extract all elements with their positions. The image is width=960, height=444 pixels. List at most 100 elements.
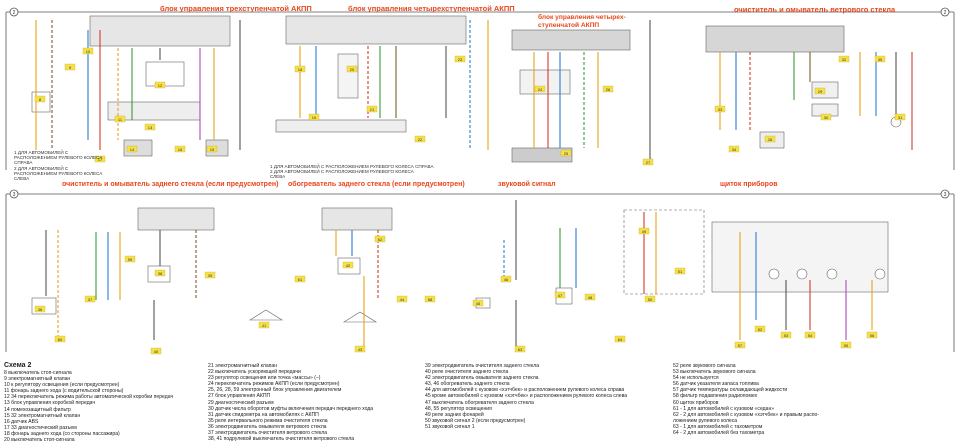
legend-item: 10 к регулятору освещения (если предусмо… bbox=[4, 382, 120, 389]
component-number-tag: 63 bbox=[514, 345, 526, 353]
section-title-horn: звуковой сигнал bbox=[498, 181, 556, 188]
bottom-wires bbox=[45, 200, 873, 346]
legend-item: 15 32 электромагнитный клапан bbox=[4, 412, 81, 419]
legend-item: 36 электродвигатель омывателя ветрового … bbox=[208, 423, 327, 430]
legend-item: 61 - 1 для автомобилей с кузовом «седан» bbox=[673, 405, 775, 412]
component-number: 61 bbox=[298, 277, 303, 282]
component-number: 30 bbox=[824, 115, 829, 120]
component-number: 33 bbox=[718, 107, 723, 112]
component-number-tag: 40 bbox=[150, 347, 162, 355]
component-number: 62 bbox=[378, 237, 383, 242]
legend-item: 14 помехозащитный фильтр bbox=[4, 406, 71, 413]
block-marker-bottom-left: 3 bbox=[9, 189, 19, 199]
legend-item: 62 - 2 для автомобилей с кузовом «хэтчбе… bbox=[673, 411, 820, 418]
legend-item: 49 реле задних фонарей bbox=[425, 411, 484, 418]
legend-item: 18 фонарь заднего хода (со стороны пасса… bbox=[4, 430, 120, 437]
component-number-tag: 14 bbox=[126, 145, 138, 153]
component-number-tag: 28 bbox=[764, 135, 776, 143]
component-number: 56 bbox=[870, 333, 875, 338]
component-number: 34 bbox=[732, 147, 737, 152]
component-number: 23 bbox=[458, 57, 463, 62]
component-number: 54 bbox=[808, 333, 813, 338]
legend-item: 64 - 2 для автомобилей без тахометра bbox=[673, 430, 765, 437]
component-number-tag: 23 bbox=[454, 55, 466, 63]
component-number: 47 bbox=[558, 293, 563, 298]
section-title-windshield-wiper: очиститель и омыватель ветрового стекла bbox=[734, 5, 896, 14]
svg-text:2: 2 bbox=[13, 10, 16, 16]
block-marker-top-left: 2 bbox=[9, 7, 19, 17]
component-number-tag: 34 bbox=[728, 145, 740, 153]
section-title-4speed-akpp: блок управления четырехступенчатой АКПП bbox=[348, 4, 515, 13]
component-number-tag: 45 bbox=[472, 299, 484, 307]
component-number: 58 bbox=[428, 297, 433, 302]
component-number-tag: 57 bbox=[734, 341, 746, 349]
component-number: 51 bbox=[678, 269, 683, 274]
component-number-tag: 48 bbox=[584, 293, 596, 301]
legend-item: 39 электродвигатель очистителя заднего с… bbox=[425, 363, 540, 369]
legend-item: 54 не используется bbox=[673, 375, 719, 382]
component-number: 22 bbox=[418, 137, 423, 142]
component-number-tag: 64 bbox=[614, 335, 626, 343]
component-number: 57 bbox=[738, 343, 743, 348]
legend-item: 58 фильтр подавления радиопомех bbox=[673, 393, 758, 400]
legend-item: 45 кроме автомобилей с кузовом «хэтчбек»… bbox=[425, 393, 628, 400]
component-number-tag: 53 bbox=[780, 331, 792, 339]
component-number: 39 bbox=[208, 273, 213, 278]
section-title-4speed-akpp-2: блок управления четырех- ступенчатой АКП… bbox=[538, 14, 626, 29]
component-number-tag: 25 bbox=[560, 149, 572, 157]
legend-item: 43, 46 обогреватель заднего стекла bbox=[425, 381, 510, 388]
component-number-tag: 39 bbox=[204, 271, 216, 279]
component-number-tag: 18 bbox=[294, 65, 306, 73]
component-number-tag: 49 bbox=[638, 227, 650, 235]
legend-item: 44 для автомобилей с кузовом «хэтчбек» и… bbox=[425, 387, 625, 394]
component-number-tag: 26 bbox=[602, 85, 614, 93]
component-number: 29 bbox=[818, 89, 823, 94]
legend-item: 63 - 1 для автомобилей с тахометром bbox=[673, 423, 763, 430]
component-number: 9 bbox=[69, 65, 72, 70]
component-number: 35 bbox=[878, 57, 883, 62]
legend-item: 8 выключатель стоп-сигнала bbox=[4, 370, 72, 376]
section-title-rear-defroster: обогреватель заднего стекла (если предус… bbox=[288, 181, 465, 188]
component-number-tag: 37 bbox=[84, 295, 96, 303]
svg-text:3: 3 bbox=[944, 192, 947, 198]
component-number: 28 bbox=[768, 137, 773, 142]
component-number: 14 bbox=[130, 147, 135, 152]
note-steering-position-left: 1 ДЛЯ АВТОМОБИЛЕЙ С РАСПОЛОЖЕНИЕМ РУЛЕВО… bbox=[14, 150, 103, 182]
component-number: 26 bbox=[606, 87, 611, 92]
component-number: 64 bbox=[618, 337, 623, 342]
component-number: 27 bbox=[646, 160, 651, 165]
component-number-tag: 24 bbox=[534, 85, 546, 93]
component-number-tag: 61 bbox=[294, 275, 306, 283]
component-number: 36 bbox=[38, 307, 43, 312]
component-number-tag: 8 bbox=[34, 95, 46, 103]
component-number-tag: 42 bbox=[342, 261, 354, 269]
top-wires bbox=[35, 20, 913, 160]
component-number-tag: 13 bbox=[144, 123, 156, 131]
component-number: 63 bbox=[518, 347, 523, 352]
component-number: 13 bbox=[148, 125, 153, 130]
legend-item: 35 реле интервального режима очистителя … bbox=[208, 417, 328, 424]
component-number-tag: 60 bbox=[54, 335, 66, 343]
component-number-tag: 19 bbox=[308, 113, 320, 121]
legend-column-1: 8 выключатель стоп-сигнала 9 электромагн… bbox=[4, 370, 173, 443]
section-title-3speed-akpp: блок управления трехступенчатой АКПП bbox=[160, 4, 312, 13]
component-number-tag: 11 bbox=[114, 115, 126, 123]
component-number: 40 bbox=[154, 349, 159, 354]
component-number: 15 bbox=[210, 147, 215, 152]
component-number: 38 bbox=[158, 271, 163, 276]
component-number-tag: 27 bbox=[642, 158, 654, 166]
component-number: 52 bbox=[758, 327, 763, 332]
component-number: 8 bbox=[39, 97, 42, 102]
component-number-tag: 38 bbox=[154, 269, 166, 277]
legend-item: 57 датчик температуры охлаждающей жидкос… bbox=[673, 387, 788, 394]
legend-column-2: 21 электромагнитный клапан 22 выключател… bbox=[208, 363, 373, 442]
component-number-tag: 33 bbox=[714, 105, 726, 113]
legend-item: 27 блок управления АКПП bbox=[208, 393, 271, 400]
component-number-tag: 52 bbox=[754, 325, 766, 333]
legend-item: 40 реле очистителя заднего стекла bbox=[425, 369, 509, 376]
component-number: 37 bbox=[88, 297, 93, 302]
component-number: 32 bbox=[842, 57, 847, 62]
component-number-tag: 54 bbox=[804, 331, 816, 339]
component-number: 50 bbox=[648, 297, 653, 302]
component-number: 60 bbox=[58, 337, 63, 342]
